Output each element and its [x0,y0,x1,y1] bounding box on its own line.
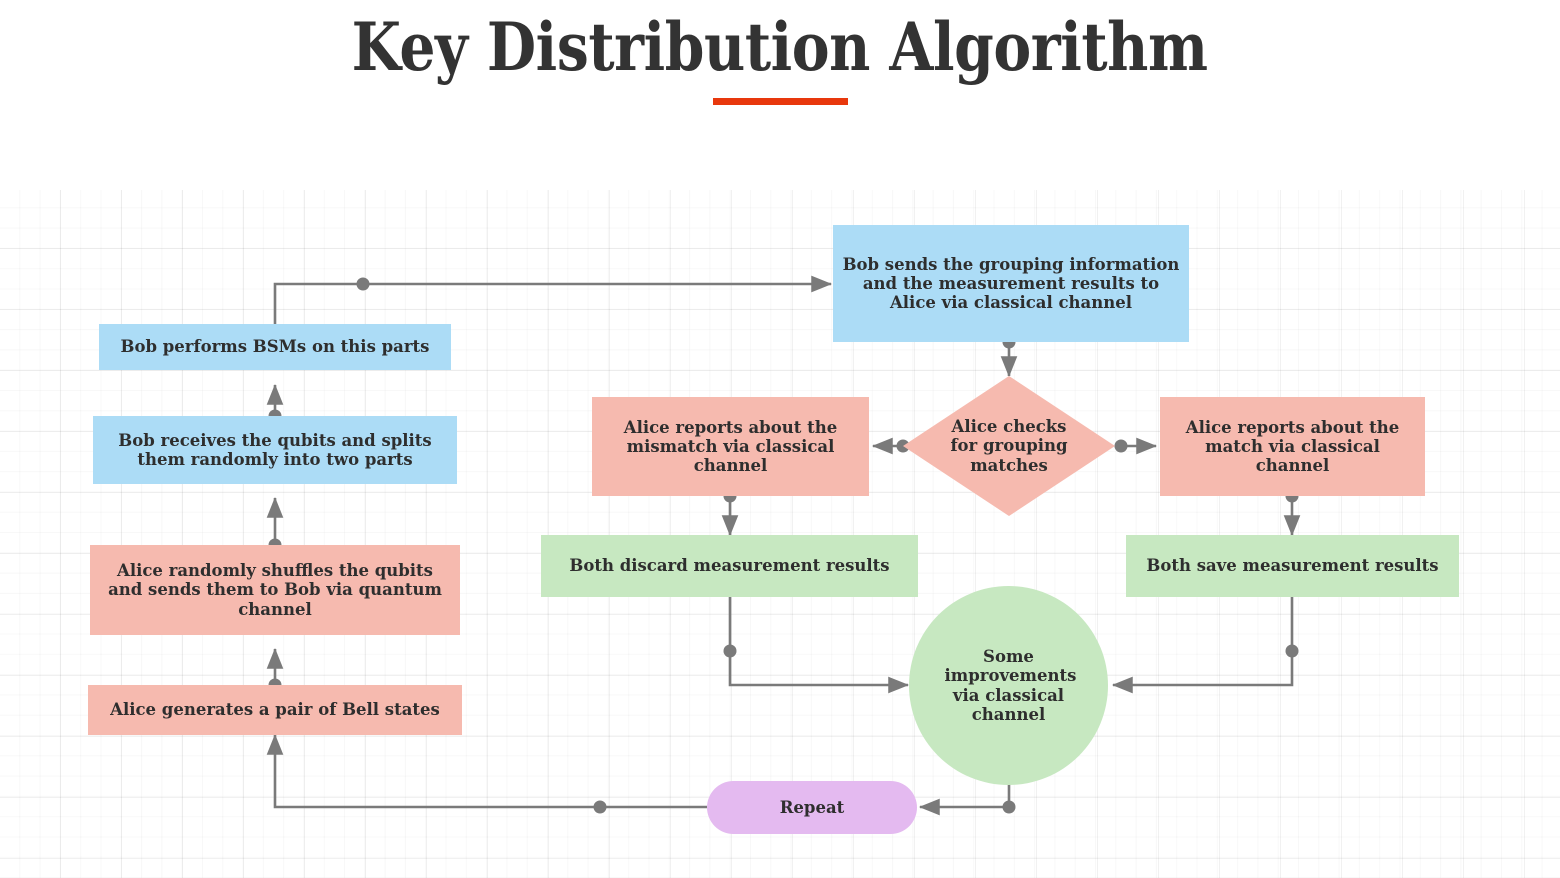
connector-layer [266,275,1301,816]
node-label: Both save measurement results [1146,556,1439,576]
node-alice-generates-bell-states[interactable]: Alice generates a pair of Bell states [88,685,462,735]
edge-check-to-match [1114,437,1158,455]
edge-bsm-to-sends [273,275,833,324]
node-label: Alice reports about the mismatch via cla… [623,417,838,476]
node-label: Alice checks for grouping matches [950,417,1068,475]
node-bob-performs-bsms[interactable]: Bob performs BSMs on this parts [99,324,451,370]
node-label: Bob sends the grouping information and t… [842,254,1180,313]
edge-save-to-improvements [1111,597,1299,694]
node-some-improvements[interactable]: Some improvements via classical channel [909,586,1108,785]
node-alice-reports-match[interactable]: Alice reports about the match via classi… [1160,397,1425,496]
node-bob-receives-qubits[interactable]: Bob receives the qubits and splits them … [93,416,457,484]
node-label: Bob receives the qubits and splits them … [118,430,432,469]
node-both-save-results[interactable]: Both save measurement results [1126,535,1459,597]
edge-repeat-to-bell [266,733,707,814]
edge-improvements-to-repeat [918,774,1016,816]
node-label: Bob performs BSMs on this parts [120,337,430,357]
title-underline-rule [712,97,848,105]
node-both-discard-results[interactable]: Both discard measurement results [541,535,918,597]
edge-match-to-save [1283,489,1301,537]
node-label: Some improvements via classical channel [944,646,1077,724]
flowchart-canvas: Bob sends the grouping information and t… [0,190,1560,878]
edge-mismatch-to-discard [721,489,739,537]
node-alice-shuffles-qubits[interactable]: Alice randomly shuffles the qubits and s… [90,545,460,635]
node-label: Repeat [779,797,845,817]
node-alice-reports-mismatch[interactable]: Alice reports about the mismatch via cla… [592,397,869,496]
node-repeat[interactable]: Repeat [707,781,917,834]
node-bob-sends-grouping-info[interactable]: Bob sends the grouping information and t… [833,225,1189,342]
edge-shuffle-to-receives [266,496,284,552]
node-label: Both discard measurement results [569,556,890,576]
page-header: Key Distribution Algorithm [0,0,1560,190]
page-title: Key Distribution Algorithm [352,8,1208,86]
node-label: Alice randomly shuffles the qubits and s… [108,561,442,619]
node-label: Alice reports about the match via classi… [1185,417,1400,476]
edge-discard-to-improvements [723,597,910,694]
node-label: Alice generates a pair of Bell states [110,700,440,720]
